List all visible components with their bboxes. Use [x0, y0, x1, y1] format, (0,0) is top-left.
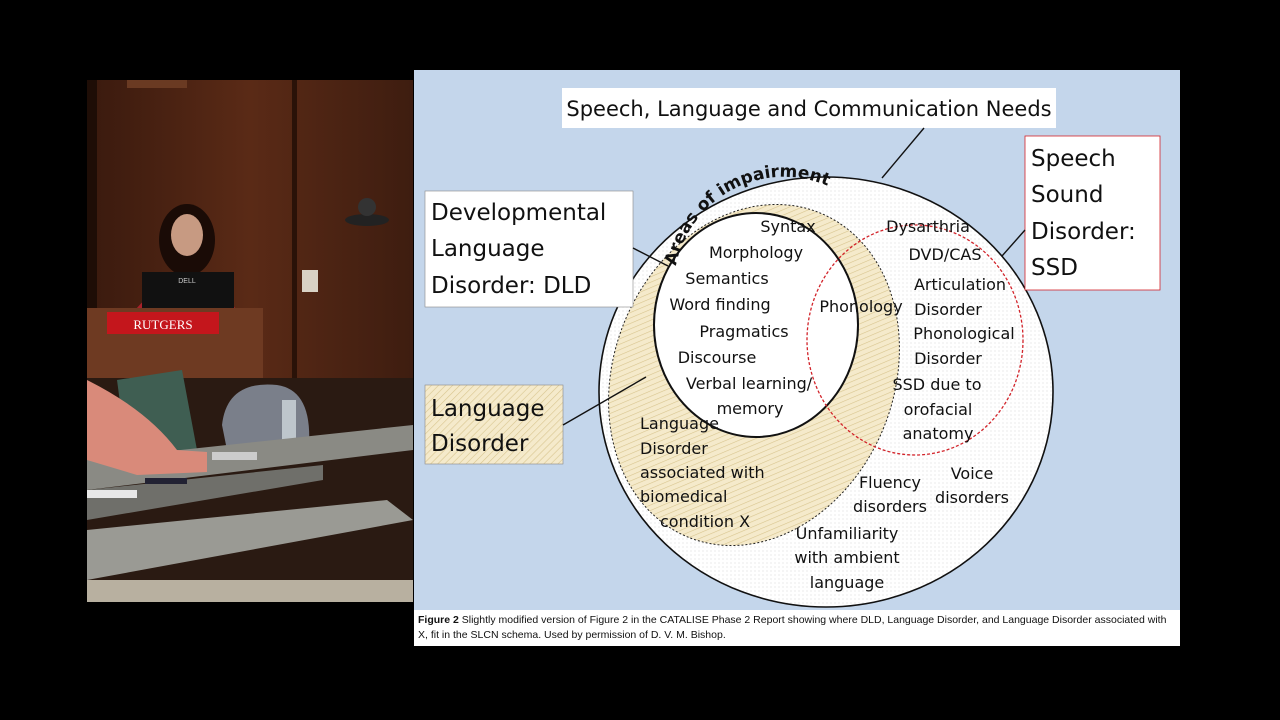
ssd-box-line-1: Speech: [1031, 146, 1116, 172]
slcn-title-box: [562, 88, 1056, 128]
area-word-finding: Word finding: [669, 295, 770, 314]
ldx-line-1: Language: [640, 414, 719, 433]
area-memory: memory: [717, 399, 784, 418]
ssd-phonological: Phonological: [913, 324, 1014, 343]
fluency-line-1: Fluency: [859, 473, 921, 492]
ldx-line-2: Disorder: [640, 439, 708, 458]
figure-caption: Figure 2 Slightly modified version of Fi…: [414, 610, 1180, 646]
ssd-box-line-4: SSD: [1031, 255, 1078, 281]
voice-line-1: Voice: [951, 464, 994, 483]
ld-box: [424, 384, 564, 465]
ssd-anatomy: anatomy: [903, 424, 974, 443]
ssd-dysarthria: Dysarthria: [886, 217, 970, 236]
area-discourse: Discourse: [678, 348, 757, 367]
podium-label: RUTGERS: [133, 317, 192, 332]
ldx-line-5: condition X: [660, 512, 750, 531]
ld-box-line-1: Language: [431, 396, 545, 422]
ld-box-line-2: Disorder: [431, 431, 529, 457]
area-verbal-learning: Verbal learning/: [686, 374, 813, 393]
dld-box-line-2: Language: [431, 236, 545, 262]
area-syntax: Syntax: [760, 217, 815, 236]
ssd-due-to: SSD due to: [892, 375, 981, 394]
caption-label: Figure 2: [418, 614, 459, 626]
unfamiliarity-line-1: Unfamiliarity: [796, 524, 899, 543]
ssd-box: [1024, 135, 1161, 291]
ssd-dvd-cas: DVD/CAS: [909, 245, 982, 264]
slide: Speech, Language and Communication Needs…: [414, 70, 1180, 646]
unfamiliarity-line-3: language: [810, 573, 885, 592]
ssd-disorder-2: Disorder: [914, 349, 982, 368]
slcn-title: Speech, Language and Communication Needs: [566, 97, 1051, 121]
voice-line-2: disorders: [935, 488, 1009, 507]
area-phonology: Phonology: [819, 297, 902, 316]
fluency-line-2: disorders: [853, 497, 927, 516]
dld-box-line-1: Developmental: [431, 200, 606, 226]
dld-box: [424, 190, 634, 308]
ldx-line-4: biomedical: [640, 487, 727, 506]
presenter-scene: DELL RUTGERS: [87, 80, 413, 602]
ld-arrow: [562, 376, 647, 426]
ssd-articulation: Articulation: [914, 275, 1006, 294]
unfamiliarity-line-2: with ambient: [794, 548, 899, 567]
area-semantics: Semantics: [685, 269, 768, 288]
area-morphology: Morphology: [709, 243, 803, 262]
ssd-circle: [806, 224, 1024, 456]
area-pragmatics: Pragmatics: [699, 322, 788, 341]
dld-box-line-3: Disorder: DLD: [431, 273, 591, 299]
slcn-arrow: [881, 127, 925, 179]
dld-arrow: [632, 247, 669, 267]
ssd-box-line-2: Sound: [1031, 182, 1103, 208]
dld-circle: [653, 212, 859, 438]
monitor-label: DELL: [178, 278, 196, 285]
slcn-diagram: Speech, Language and Communication Needs…: [414, 70, 1180, 610]
caption-text: Slightly modified version of Figure 2 in…: [418, 614, 1167, 641]
video-feed: DELL RUTGERS: [87, 80, 413, 602]
ssd-arrow: [1001, 229, 1026, 257]
ldx-line-3: associated with: [640, 463, 765, 482]
ssd-orofacial: orofacial: [904, 400, 973, 419]
ssd-box-line-3: Disorder:: [1031, 219, 1136, 245]
ssd-disorder-1: Disorder: [914, 300, 982, 319]
